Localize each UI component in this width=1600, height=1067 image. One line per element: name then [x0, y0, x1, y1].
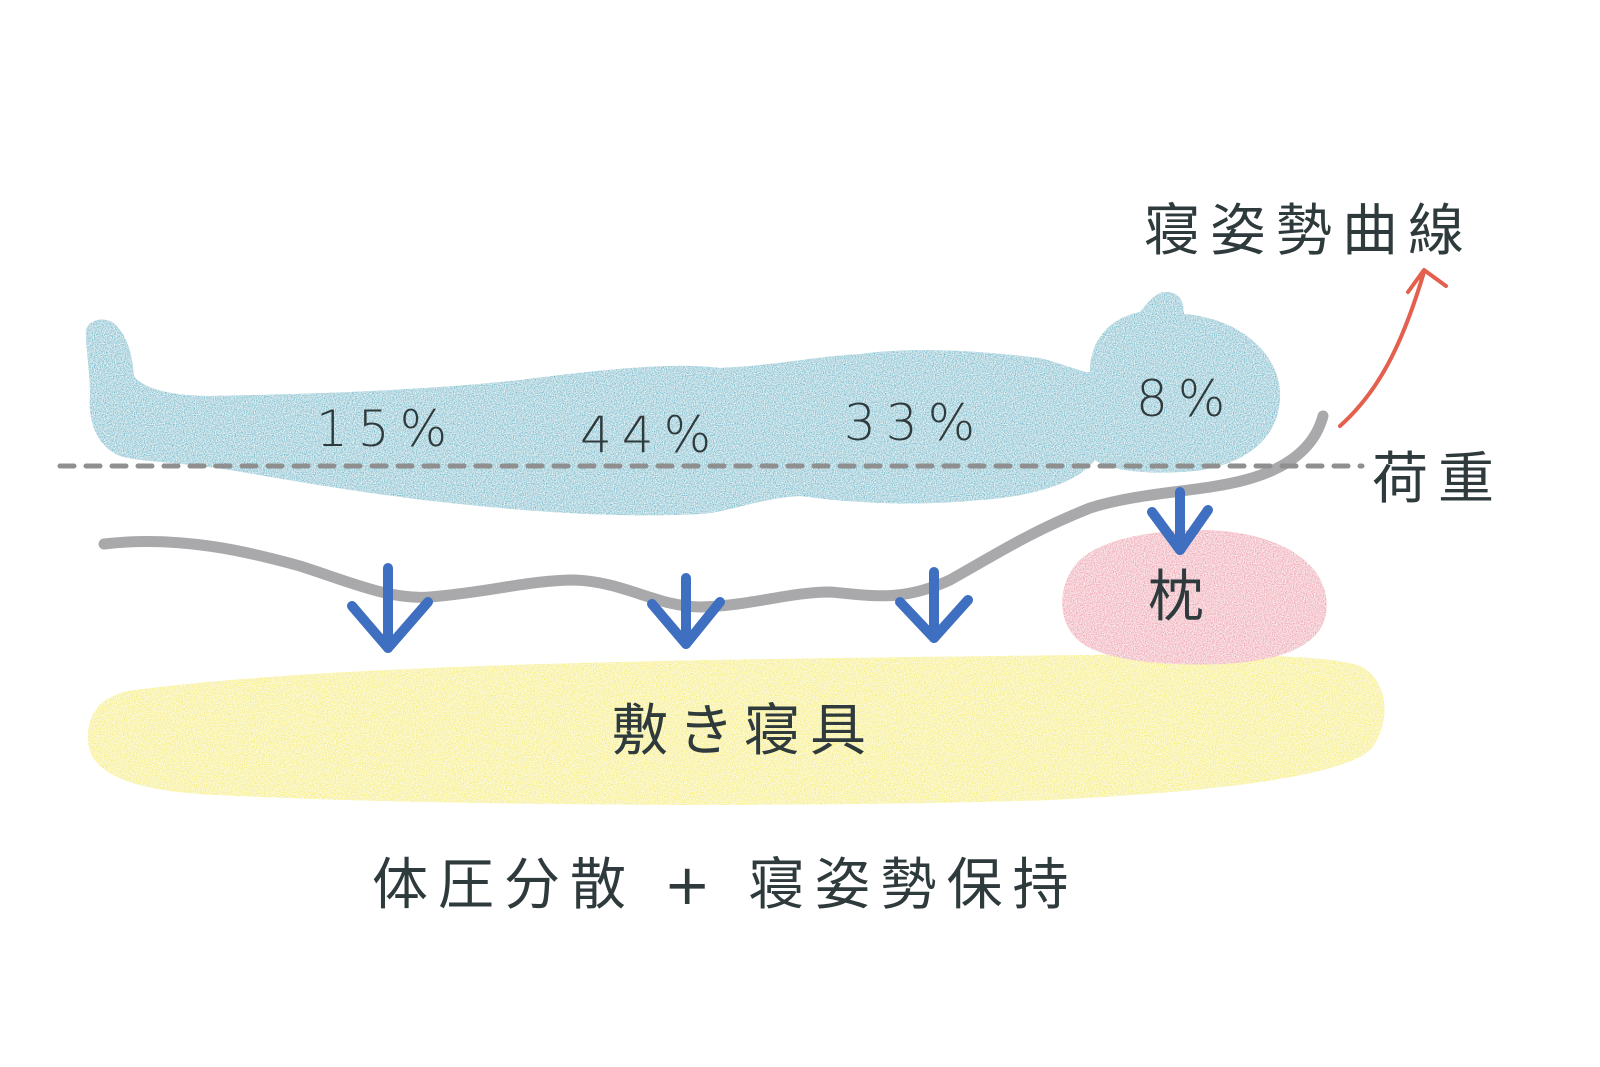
segment-percent-chest: 33%	[844, 394, 986, 452]
segment-percent-head: 8%	[1136, 370, 1236, 428]
segment-percent-legs: 15%	[316, 400, 458, 458]
load-arrow-hips	[647, 573, 725, 649]
posture-curve	[98, 410, 1329, 613]
caption: 体圧分散 + 寝姿勢保持	[372, 853, 1079, 918]
load-arrow-legs	[347, 563, 433, 653]
segment-percent-hips: 44%	[580, 406, 722, 464]
curve-label: 寝姿勢曲線	[1144, 199, 1474, 264]
body-silhouette	[85, 292, 1281, 516]
pillow-shape	[1062, 530, 1327, 665]
curve-pointer-arrow	[1338, 268, 1448, 428]
mattress-shape	[88, 654, 1385, 805]
load-arrow-chest	[895, 567, 973, 643]
mattress-label: 敷き寝具	[612, 699, 876, 764]
load-label: 荷重	[1372, 447, 1504, 512]
load-arrow-head	[1147, 487, 1213, 555]
pillow-label: 枕	[1148, 565, 1214, 630]
